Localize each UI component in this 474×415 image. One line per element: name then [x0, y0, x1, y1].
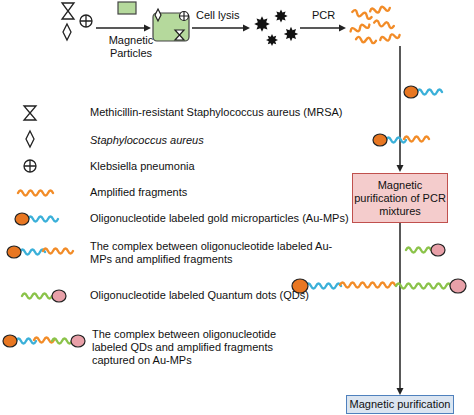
au-mp-complex-part	[404, 137, 429, 142]
process-arrow-part	[300, 27, 340, 29]
box-text: Magnetic purification	[350, 398, 451, 411]
amplified-fragments-part	[356, 37, 376, 44]
amplified-fragments-part	[380, 32, 401, 42]
process-arrow-part	[339, 25, 346, 32]
legend-symbols-part	[18, 191, 53, 196]
legend-symbols-part	[71, 335, 85, 347]
legend-text: The complex between oligonucleotide labe…	[90, 240, 335, 266]
qd-au-mp-complex-part	[450, 279, 466, 293]
legend-symbols-part	[24, 160, 36, 172]
process-arrow-part	[96, 27, 145, 29]
legend-symbols-part	[22, 294, 52, 299]
box-text: Magnetic purification of PCR mixtures	[353, 179, 447, 218]
legend-symbols-part	[16, 339, 36, 344]
qd-probe	[406, 244, 445, 256]
flow-arrow-part	[397, 165, 404, 172]
lysed-cells-part	[274, 9, 287, 22]
amplified-fragments-part	[374, 20, 395, 28]
qd-au-mp-complex-part	[396, 284, 451, 289]
flow-connector	[397, 223, 404, 395]
process-arrow-part	[192, 27, 244, 29]
legend-symbols-part	[26, 131, 34, 147]
magnetic-particle	[118, 2, 136, 14]
qd-probe-part	[431, 244, 445, 256]
flow-arrow-part	[399, 46, 401, 166]
legend-symbols-part	[24, 106, 36, 120]
captured-bacteria-part-part	[180, 12, 189, 21]
qd-au-mp-complex-part	[340, 283, 395, 288]
bacteria-symbols	[62, 3, 92, 40]
qd-au-mp-complex-part	[292, 279, 308, 293]
legend-symbols-part	[34, 338, 54, 343]
legend-text: Klebsiella pneumonia	[90, 160, 340, 173]
amplified-fragments-part	[350, 22, 371, 34]
captured-bacteria-part	[155, 9, 189, 40]
legend-text: The complex between oligonucleotide labe…	[92, 328, 290, 367]
legend-symbols-part	[15, 213, 29, 225]
au-mp-complex	[373, 134, 429, 146]
captured-bacteria-part-part	[180, 12, 189, 21]
arrow-head	[397, 388, 404, 395]
legend-text: Staphylococcus aureus	[90, 134, 340, 147]
captured-bacteria	[153, 9, 189, 41]
legend-symbols-part	[52, 339, 72, 344]
bacteria-symbols-part	[63, 24, 71, 40]
captured-bacteria-part-part	[155, 9, 161, 21]
step-label: Magnetic Particles	[100, 34, 162, 60]
connector-line	[399, 223, 401, 389]
amplified-fragments	[350, 5, 400, 43]
process-arrow-part	[144, 25, 151, 32]
au-mp-complex-part	[373, 134, 387, 146]
step-label: PCR	[312, 9, 342, 22]
process-box: Magnetic purification of PCR mixtures	[352, 173, 448, 223]
legend-text: Oligonucleotide labeled Quantum dots (QD…	[90, 289, 370, 302]
process-box: Magnetic purification	[346, 395, 454, 414]
qd-probe-part	[406, 248, 431, 253]
bacteria-symbols-part	[80, 15, 92, 27]
captured-bacteria-part-part	[175, 30, 184, 40]
au-mp-probe-part	[404, 86, 418, 98]
process-arrow	[300, 25, 346, 32]
legend-symbols-part	[7, 246, 21, 258]
step-label: Cell lysis	[196, 9, 256, 22]
legend-symbols-part	[28, 217, 58, 222]
legend-text: Amplified fragments	[90, 186, 340, 199]
qd-au-mp-complex	[292, 279, 466, 293]
bacteria-symbols-part	[80, 15, 92, 27]
flow-arrow	[397, 46, 404, 172]
lysed-cells-part	[266, 34, 278, 46]
legend-symbols-part	[52, 290, 66, 302]
process-arrow	[192, 25, 250, 32]
process-arrow-part	[243, 25, 250, 32]
bacteria-symbols-part	[62, 3, 74, 19]
lysed-cells-part	[254, 16, 270, 32]
lysed-cells	[254, 9, 298, 46]
au-mp-probe	[404, 86, 442, 98]
legend-text: Oligonucleotide labeled gold micropartic…	[90, 212, 370, 225]
legend-text: Methicillin-resistant Staphylococcus aur…	[90, 106, 390, 119]
amplified-fragments-part	[370, 5, 391, 13]
au-mp-probe-part	[417, 90, 442, 95]
legend-symbols	[3, 106, 85, 347]
au-mp-complex-part	[386, 138, 406, 143]
lysed-cells-part	[284, 27, 298, 41]
legend-symbols-part	[24, 160, 36, 172]
process-arrow	[96, 25, 151, 32]
legend-symbols-part	[43, 249, 73, 254]
legend-symbols-part	[3, 335, 17, 347]
qd-au-mp-complex-part	[306, 284, 341, 289]
legend-symbols-part	[20, 250, 45, 255]
